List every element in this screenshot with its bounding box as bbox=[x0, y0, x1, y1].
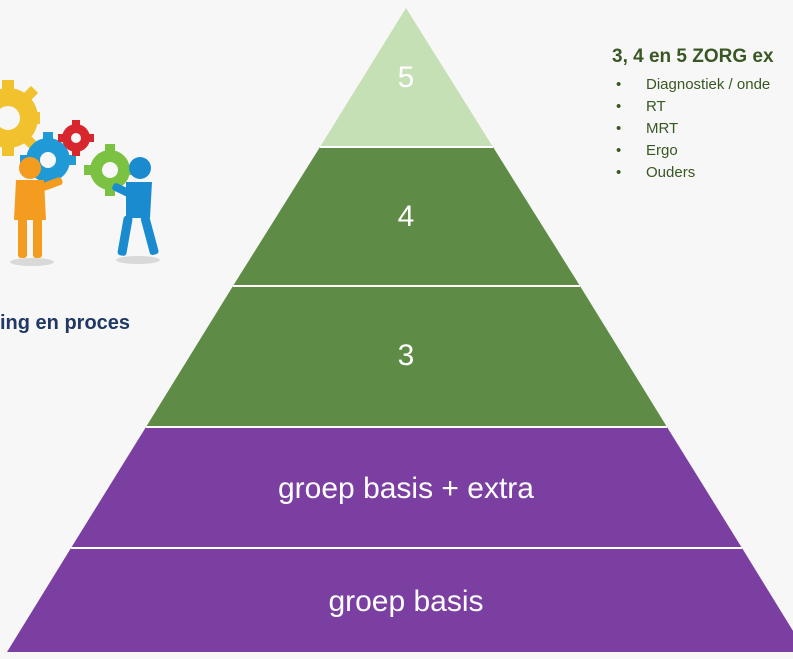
list-item: MRT bbox=[612, 118, 793, 140]
side-panel-list: Diagnostiek / onde RT MRT Ergo Ouders bbox=[612, 74, 793, 184]
pyramid-level-groep-basis bbox=[7, 548, 793, 652]
list-item: Ouders bbox=[612, 162, 793, 184]
level-label-4: 4 bbox=[398, 200, 415, 233]
list-item: Diagnostiek / onde bbox=[612, 74, 793, 96]
list-item: Ergo bbox=[612, 140, 793, 162]
pyramid-level-4 bbox=[233, 147, 580, 286]
gears-teamwork-icon bbox=[0, 80, 160, 266]
level-label-5: 5 bbox=[398, 61, 415, 94]
illustration-caption: ing en proces bbox=[0, 312, 131, 334]
level-label-3: 3 bbox=[398, 339, 415, 372]
level-label-groep-basis-extra: groep basis + extra bbox=[278, 472, 534, 505]
pyramid-level-5 bbox=[320, 8, 493, 147]
pyramid-level-3 bbox=[146, 286, 667, 427]
side-panel-title: 3, 4 en 5 ZORG ex bbox=[612, 46, 774, 67]
side-panel: 3, 4 en 5 ZORG ex Diagnostiek / onde RT … bbox=[612, 46, 793, 184]
level-label-groep-basis: groep basis bbox=[328, 585, 483, 618]
pyramid-level-groep-basis-extra bbox=[71, 427, 742, 548]
list-item: RT bbox=[612, 96, 793, 118]
